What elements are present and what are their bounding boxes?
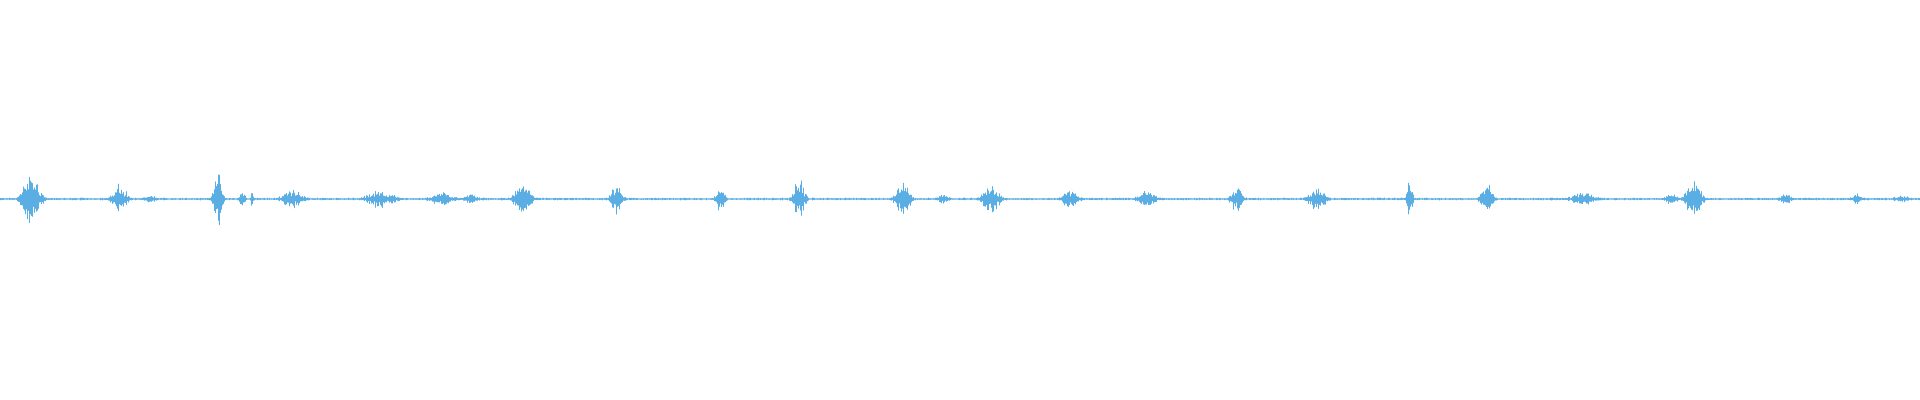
- waveform-samples: [0, 174, 1920, 226]
- waveform-trace: [0, 174, 1920, 226]
